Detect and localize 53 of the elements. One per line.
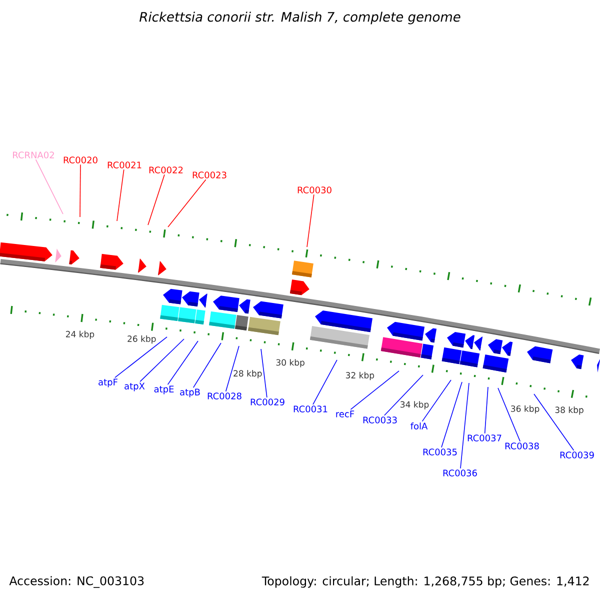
scale-label: 36 kbp [511, 405, 540, 414]
gene-label: RC0028 [208, 392, 242, 400]
gene-label: folA [410, 422, 428, 430]
gene-label: atpB [180, 388, 200, 398]
scale-label: 26 kbp [128, 335, 156, 344]
gene-label: atpF [98, 378, 118, 388]
scale-label: 34 kbp [400, 401, 429, 410]
gene-label: RC0029 [250, 398, 284, 406]
leader-line [225, 346, 240, 392]
gene-label: RC0039 [560, 452, 594, 458]
gene-label: RC0022 [149, 166, 183, 174]
leader-line [312, 360, 338, 405]
leader-line [35, 159, 64, 214]
scale-label: 38 kbp [555, 406, 584, 415]
leader-line [460, 382, 470, 469]
gene-label: atpE [154, 386, 174, 394]
leader-line [384, 374, 424, 416]
scale-label: 28 kbp [234, 370, 262, 378]
gene-label: RC0023 [192, 172, 226, 178]
leader-line [441, 382, 462, 448]
gene-label: recF [336, 410, 354, 418]
leader-line [192, 342, 222, 388]
title: Rickettsia conorii str. Malish 7, complete genome [140, 12, 460, 24]
leader-line [114, 336, 168, 378]
gene-label: RC0031 [294, 406, 328, 412]
scale-label: 30 kbp [276, 359, 304, 368]
footer-text: Topology: circular; Length: 1,268,755 bp; Genes: 1,412 [262, 576, 589, 588]
leader-line [140, 338, 184, 382]
gene-label: RC0036 [443, 470, 477, 476]
gene-label: RC0021 [108, 162, 142, 168]
leader-line [168, 179, 206, 228]
leader-line [350, 370, 400, 410]
scale-label: 32 kbp [346, 372, 374, 380]
gene-label: RC0035 [423, 448, 457, 456]
gene-label: atpX [124, 382, 145, 392]
leader-line [484, 386, 488, 434]
leader-line [306, 194, 314, 248]
leader-line [80, 164, 81, 218]
leader-line [498, 388, 520, 442]
leader-line [148, 174, 165, 226]
gene-label: RCRNA02 [13, 152, 54, 158]
gene-label: RC0033 [363, 416, 397, 424]
leader-line [260, 348, 268, 398]
leader-line [534, 394, 574, 451]
gene-label: RC0030 [298, 186, 332, 194]
leader-line [422, 380, 452, 422]
leader-line [116, 169, 124, 222]
gene-label: RC0038 [505, 442, 539, 450]
gene-label: RC0037 [468, 434, 502, 442]
scale-label: 24 kbp [66, 330, 94, 339]
footer-text: Accession: NC_003103 [9, 576, 144, 588]
gene-label: RC0020 [64, 156, 98, 164]
leader-line [167, 340, 198, 385]
